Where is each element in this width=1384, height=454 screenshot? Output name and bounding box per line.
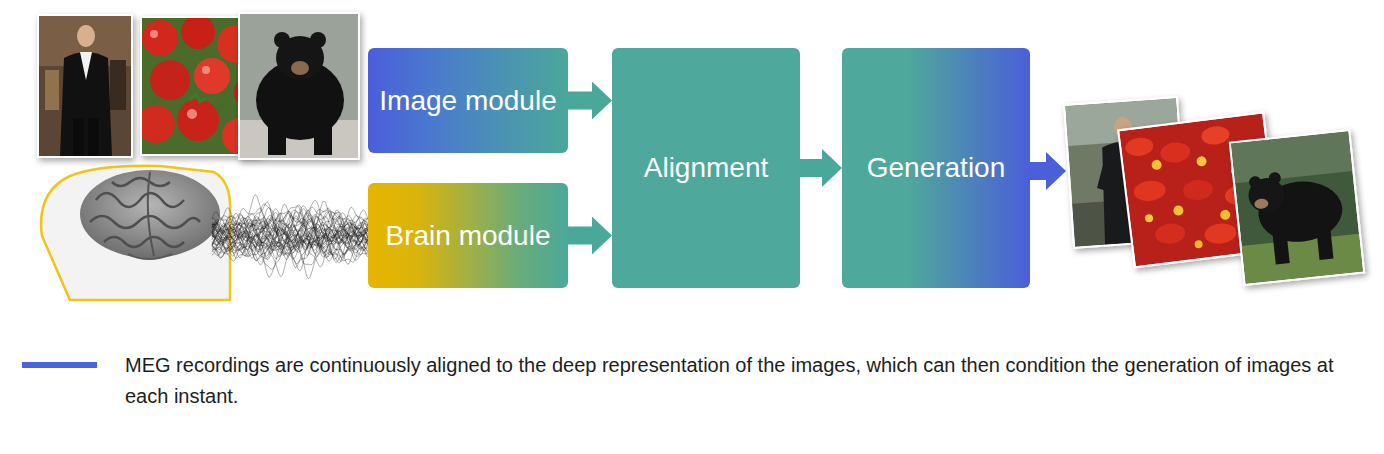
meg-trace (212, 218, 372, 277)
meg-signal-traces (212, 195, 372, 279)
image-module-box: Image module (368, 48, 568, 153)
flow-arrow (800, 159, 822, 177)
legend-text: MEG recordings are continuously aligned … (125, 350, 1360, 412)
flow-arrow (568, 227, 592, 245)
meg-trace (212, 234, 372, 262)
box-label: Brain module (386, 219, 551, 253)
brain-module-box: Brain module (368, 183, 568, 288)
meg-trace (212, 234, 372, 259)
box-label: Generation (867, 151, 1006, 185)
box-label: Image module (379, 84, 556, 118)
flow-arrow (568, 92, 592, 110)
output-arrow (1030, 152, 1066, 190)
generated-photo-bear (1229, 129, 1365, 286)
meg-trace (212, 218, 372, 271)
legend-line-sample (22, 362, 97, 368)
box-label: Alignment (644, 151, 769, 185)
generation-box: Generation (842, 48, 1030, 288)
alignment-box: Alignment (612, 48, 800, 288)
head-brain-illustration (41, 166, 230, 300)
meg-trace (212, 219, 372, 279)
input-photo-suit (37, 14, 133, 158)
input-photo-bear (238, 12, 360, 160)
